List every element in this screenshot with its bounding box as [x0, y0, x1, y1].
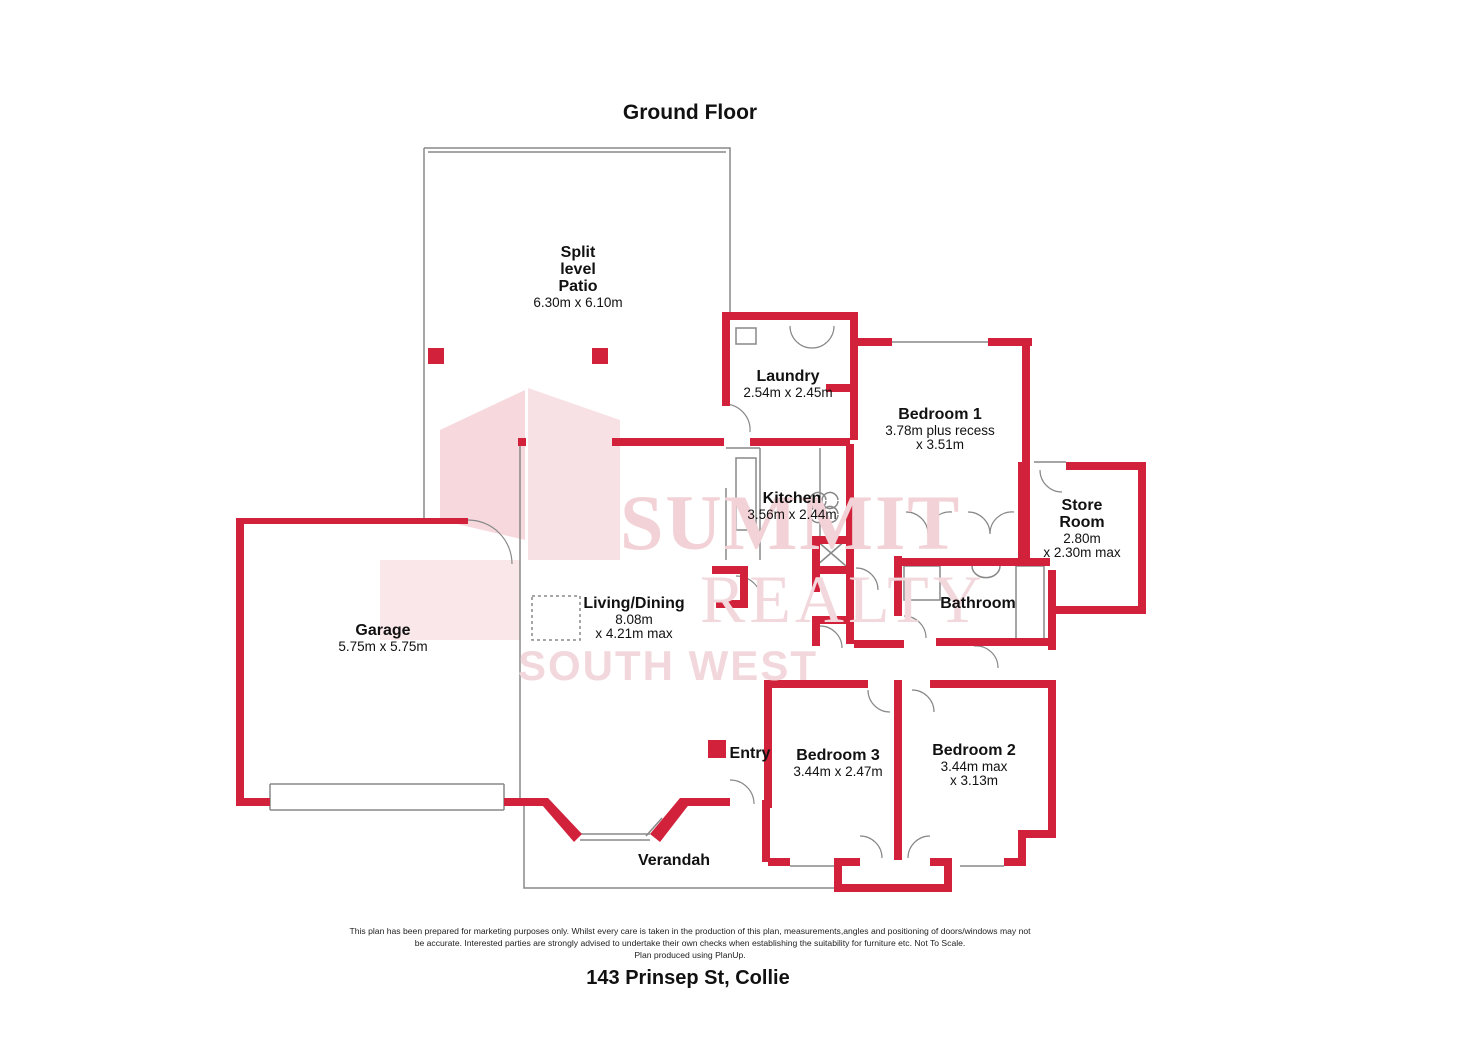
door-swings: [467, 325, 1063, 859]
kitchen-dims: 3.56m x 2.44m: [747, 507, 837, 522]
watermark-line-1: SUMMIT: [620, 479, 962, 566]
bedroom1-dims-1: 3.78m plus recess: [885, 423, 995, 438]
page-title: Ground Floor: [622, 101, 758, 124]
patio-name-3: Patio: [558, 278, 598, 295]
laundry-name: Laundry: [756, 368, 820, 385]
garage-name: Garage: [355, 622, 411, 639]
watermark-line-3: SOUTH WEST: [518, 642, 818, 689]
garage-dims: 5.75m x 5.75m: [338, 639, 428, 654]
kitchen-name: Kitchen: [762, 490, 822, 507]
bedroom3-name: Bedroom 3: [796, 747, 880, 764]
store-dims-2: x 2.30m max: [1043, 545, 1121, 560]
patio-name-1: Split: [560, 244, 596, 261]
bedroom1-name: Bedroom 1: [898, 406, 982, 423]
bedroom1-dims-2: x 3.51m: [915, 437, 965, 452]
store-dims-1: 2.80m: [1063, 531, 1101, 546]
bedroom3-dims: 3.44m x 2.47m: [793, 764, 883, 779]
bedroom2-name: Bedroom 2: [932, 742, 1016, 759]
bedroom2-dims-2: x 3.13m: [949, 773, 999, 788]
walls: [236, 312, 1146, 892]
patio-name-2: level: [560, 261, 596, 278]
disclaimer-line-2: be accurate. Interested parties are stro…: [414, 938, 966, 948]
living-name: Living/Dining: [583, 595, 685, 612]
disclaimer-line-1: This plan has been prepared for marketin…: [349, 926, 1031, 936]
store-name-2: Room: [1059, 514, 1105, 531]
bathroom-name: Bathroom: [940, 595, 1016, 612]
store-name-1: Store: [1061, 497, 1103, 514]
watermark-line-2: REALTY: [700, 561, 986, 637]
laundry-dims: 2.54m x 2.45m: [743, 385, 833, 400]
patio-dims: 6.30m x 6.10m: [533, 295, 623, 310]
entry-name: Entry: [729, 745, 771, 762]
bedroom2-dims-1: 3.44m max: [940, 759, 1008, 774]
living-dims-2: x 4.21m max: [595, 626, 673, 641]
living-dims-1: 8.08m: [615, 612, 653, 627]
watermark-logo: [380, 388, 620, 640]
property-address: 143 Prinsep St, Collie: [586, 967, 790, 989]
verandah-name: Verandah: [637, 852, 711, 869]
disclaimer-line-3: Plan produced using PlanUp.: [634, 950, 746, 960]
